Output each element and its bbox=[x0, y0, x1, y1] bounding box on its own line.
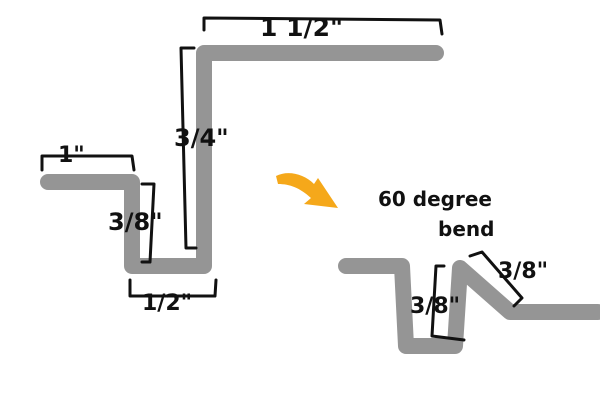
bracket-bottom-step bbox=[128, 278, 218, 298]
left-profile-strip bbox=[40, 45, 444, 274]
bracket-right-drop bbox=[430, 264, 466, 342]
bracket-tall-height bbox=[179, 46, 198, 250]
curved-arrow-icon bbox=[276, 173, 338, 208]
left-profile bbox=[40, 45, 444, 274]
bracket-right-angle bbox=[468, 250, 524, 308]
bracket-top-width bbox=[202, 16, 444, 36]
right-profile-strip bbox=[338, 258, 600, 354]
label-bottom-step: 1/2" bbox=[142, 291, 192, 316]
label-small-drop: 3/8" bbox=[108, 208, 163, 236]
label-tall-height: 3/4" bbox=[174, 124, 229, 152]
right-profile bbox=[338, 258, 600, 354]
label-right-angle: 3/8" bbox=[498, 259, 548, 284]
note-bend-line2: bend bbox=[438, 217, 494, 241]
bracket-left-flange bbox=[40, 154, 136, 172]
label-left-flange: 1" bbox=[58, 143, 85, 168]
label-right-drop: 3/8" bbox=[410, 294, 460, 319]
dimension-brackets bbox=[40, 16, 524, 342]
label-top-width: 1 1/2" bbox=[260, 13, 343, 42]
bracket-small-drop bbox=[140, 182, 156, 264]
note-bend-line1: 60 degree bbox=[378, 187, 492, 211]
